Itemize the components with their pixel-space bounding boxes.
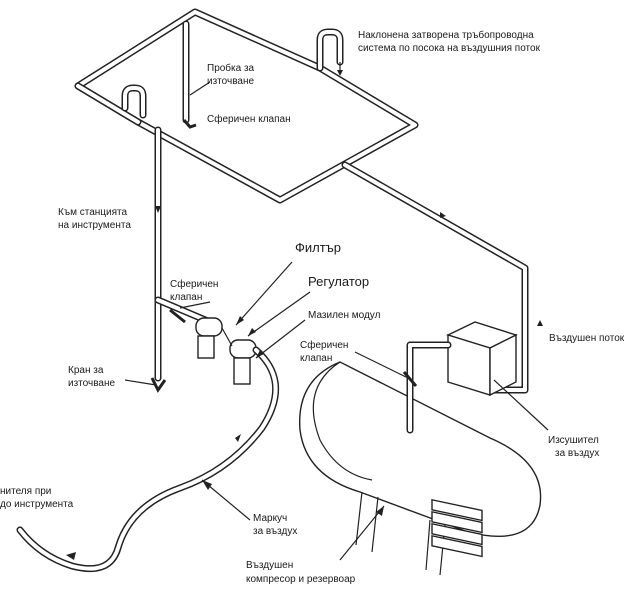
label-drain-valve-line1: Кран за <box>68 365 104 376</box>
label-compressor-line1: Въздушен <box>246 560 293 571</box>
leader-lines <box>124 81 549 561</box>
label-ball-valve-left-line1: Сферичен <box>170 278 218 290</box>
label-regulator: Регулатор <box>308 274 369 289</box>
flow-arrow-icon <box>66 552 76 560</box>
flow-arrow-icon <box>235 434 241 442</box>
label-drain-plug-line2: източване <box>207 76 254 87</box>
label-filter: Филтър <box>295 240 341 255</box>
down-arrow-icon <box>155 206 161 213</box>
label-ball-valve-left-line2: клапан <box>170 292 202 303</box>
label-sloped-system-line1: Наклонена затворена тръбопроводна <box>358 29 534 41</box>
station-drop-line <box>121 84 167 393</box>
gooseneck-top-right <box>316 28 344 76</box>
air-hose <box>16 346 279 573</box>
label-drain-valve-line2: източване <box>68 378 115 389</box>
label-compressor-line2: компресор и резервоар <box>246 574 356 585</box>
label-to-station-line2: на инструмента <box>58 220 131 231</box>
pipe-loop <box>74 8 419 204</box>
compressor-tank <box>298 341 542 576</box>
label-tool-connection-line2: до инструмента <box>0 499 74 510</box>
up-arrow-icon <box>537 320 543 326</box>
label-air-flow: Въздушен поток <box>549 333 625 344</box>
label-hose-line2: за въздух <box>253 526 297 537</box>
air-dryer <box>446 321 518 397</box>
label-ball-valve-right-line1: Сферичен <box>300 339 348 351</box>
label-to-station-line1: Към станцията <box>58 207 127 218</box>
label-dryer-line2: за въздух <box>555 448 599 459</box>
label-hose-line1: Маркуч <box>253 513 287 524</box>
frl-unit <box>154 296 257 385</box>
label-tool-connection-line1: нителя при <box>0 486 51 497</box>
flow-arrow-icon <box>440 212 446 218</box>
drain-plug-drop <box>182 20 197 129</box>
label-dryer-line1: Изсушител <box>548 435 599 446</box>
supply-pipe <box>341 161 543 394</box>
label-lubricator: Мазилен модул <box>308 310 381 321</box>
label-drain-plug-line1: Пробка за <box>207 62 255 74</box>
label-sloped-system-line2: система по посока на въздушния поток <box>358 43 541 54</box>
label-ball-valve-right-line2: клапан <box>300 353 332 364</box>
cooling-fins <box>431 498 483 558</box>
label-ball-valve-top: Сферичен клапан <box>207 113 291 125</box>
